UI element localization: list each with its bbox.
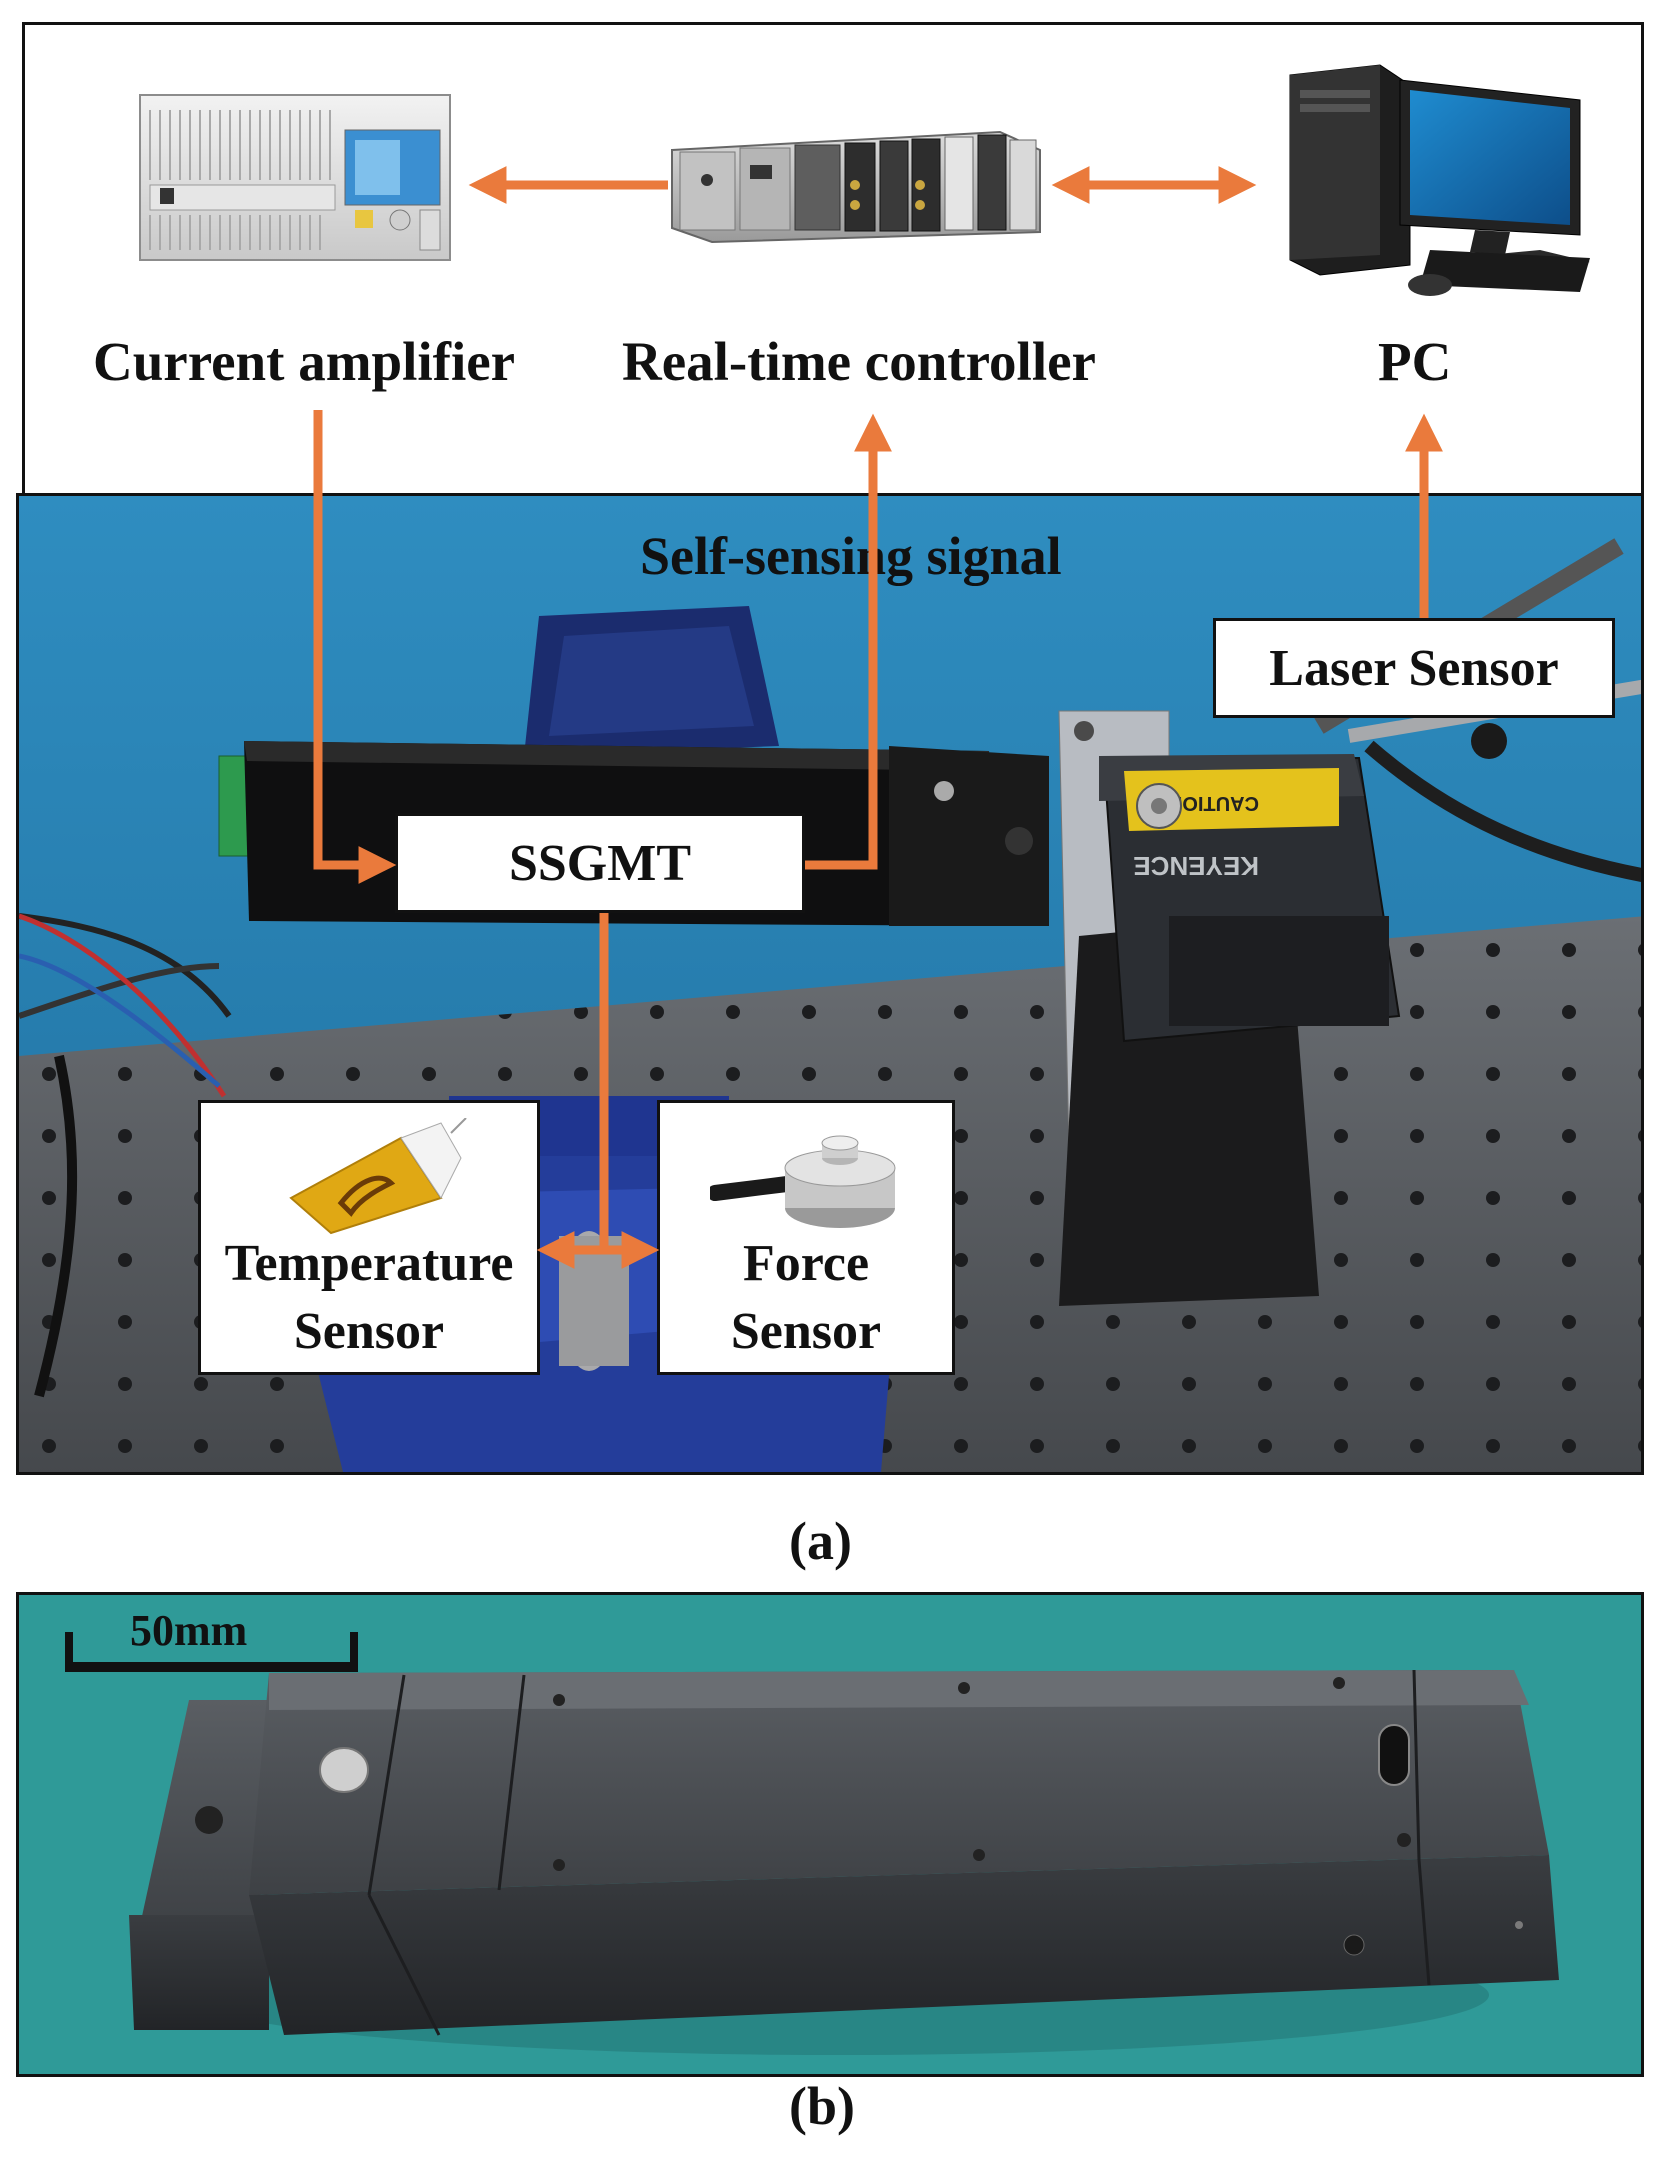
label-real-time-controller: Real-time controller: [622, 331, 1096, 392]
force-sensor-image: [710, 1135, 896, 1228]
keyence-label: KEYENCE: [1133, 851, 1259, 881]
caption-a: (a): [789, 1511, 852, 1571]
caution-label: CAUTION: [1168, 792, 1259, 814]
pc-image: [1289, 64, 1590, 296]
label-self-sensing-signal: Self-sensing signal: [640, 526, 1062, 586]
temperature-label-line1: Temperature: [224, 1235, 514, 1292]
box-laser-sensor: Laser Sensor: [1213, 618, 1615, 718]
scale-bar-label: 50mm: [130, 1606, 248, 1655]
real-time-controller-image: [671, 130, 1041, 244]
arrow-ssgmt-to-controller: [805, 413, 892, 870]
force-label-line2: Sensor: [730, 1303, 882, 1360]
label-pc: PC: [1378, 331, 1452, 392]
current-amplifier-image: [139, 94, 451, 261]
temperature-sensor-image: [289, 1118, 467, 1235]
force-label-line1: Force: [742, 1235, 870, 1292]
device-photo: [16, 1592, 1644, 2077]
caption-b: (b): [789, 2076, 855, 2136]
box-temperature-sensor: Temperature Sensor: [198, 1100, 540, 1375]
box-force-sensor: Force Sensor: [657, 1100, 955, 1375]
temperature-label-line2: Sensor: [293, 1303, 445, 1360]
arrow-amplifier-to-ssgmt: [313, 410, 397, 884]
device-photo-scene: [19, 1595, 1641, 2074]
box-ssgmt: SSGMT: [395, 813, 805, 913]
label-current-amplifier: Current amplifier: [93, 331, 516, 392]
